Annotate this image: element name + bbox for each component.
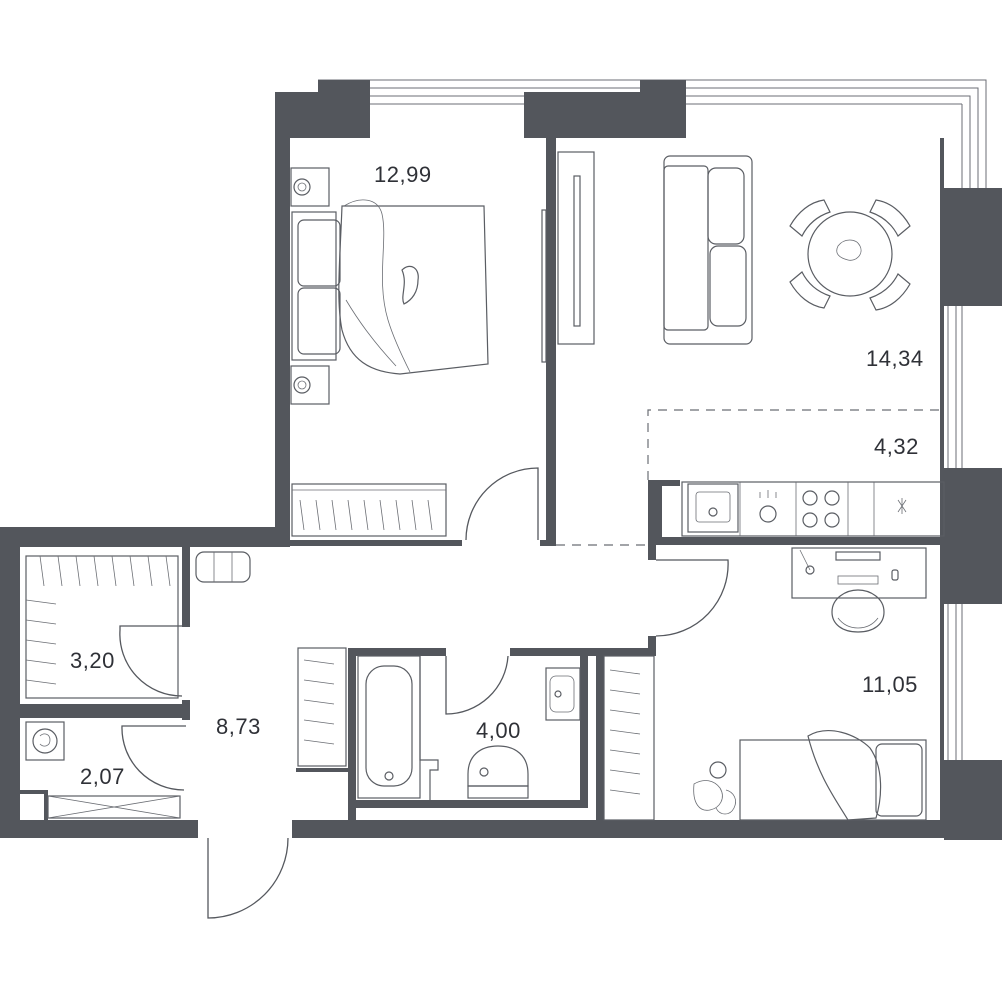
area-label-living-room: 14,34 — [866, 346, 924, 371]
kitchen-furniture — [681, 481, 945, 537]
living-furniture — [557, 151, 911, 345]
children-room-furniture — [603, 547, 927, 821]
area-label-wardrobe: 3,20 — [70, 648, 115, 673]
walls — [0, 80, 1002, 840]
bedroom-furniture — [290, 167, 547, 537]
area-label-kitchen: 4,32 — [874, 434, 919, 459]
area-label-laundry: 2,07 — [80, 764, 125, 789]
area-label-bathroom: 4,00 — [476, 718, 521, 743]
bathroom-furniture — [357, 655, 581, 800]
kitchen-boundary — [556, 409, 944, 546]
area-label-hall: 8,73 — [216, 714, 261, 739]
doors — [119, 467, 729, 919]
area-labels: 12,99 14,34 4,32 3,20 8,73 4,00 2,07 11,… — [70, 162, 924, 789]
hall-furniture — [25, 551, 347, 819]
area-label-bedroom: 12,99 — [374, 162, 432, 187]
area-label-children-room: 11,05 — [862, 672, 918, 697]
